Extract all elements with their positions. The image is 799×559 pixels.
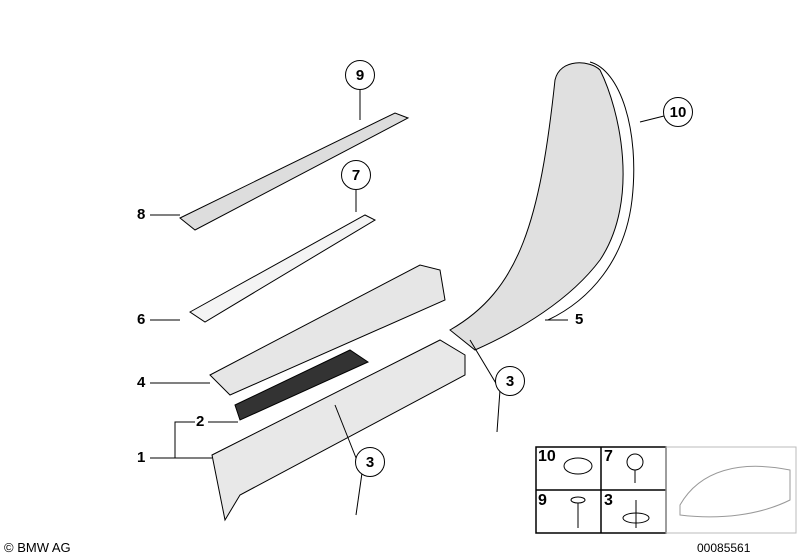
part-7-rail — [189, 214, 377, 323]
callout-5: 5 — [575, 311, 584, 328]
diagram-number: 00085561 — [697, 541, 751, 555]
callout-10: 10 — [663, 97, 693, 127]
part-1-sill — [211, 339, 466, 522]
callout-7: 7 — [341, 160, 371, 190]
part-9-strip — [179, 112, 410, 231]
copyright: © BMW AG — [4, 540, 71, 555]
callout-4: 4 — [137, 374, 146, 391]
legend-cell-10: 10 — [538, 448, 556, 465]
part-5-pillar — [449, 62, 624, 351]
car-thumbnail — [665, 446, 797, 534]
callout-3-right: 3 — [495, 366, 525, 396]
callout-9: 9 — [345, 60, 375, 90]
legend-cell-9: 9 — [538, 492, 547, 509]
legend-cell-3: 3 — [604, 492, 613, 509]
callout-8: 8 — [137, 206, 146, 223]
callout-3-lower: 3 — [355, 447, 385, 477]
callout-6: 6 — [137, 311, 146, 328]
part-10-cover — [547, 61, 635, 321]
legend-cell-7: 7 — [604, 448, 613, 465]
callout-2: 2 — [196, 413, 205, 430]
part-4-trim — [209, 264, 446, 396]
part-2-tape — [234, 349, 370, 421]
callout-1: 1 — [137, 449, 146, 466]
